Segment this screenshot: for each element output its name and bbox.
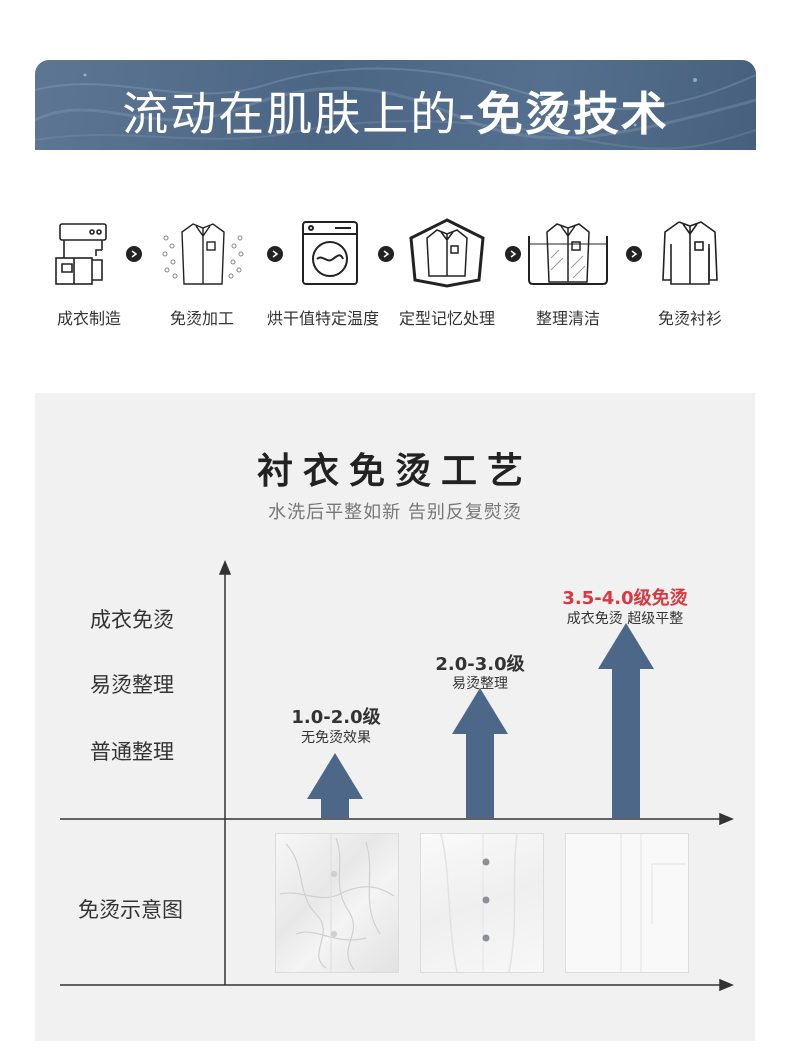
banner-title-prefix: 流动在肌肤上的- [122,87,477,141]
chevron-right-icon [626,246,642,262]
chevron-right-icon [126,246,142,262]
step-drying [270,218,390,288]
step-label: 免烫衬衫 [657,309,722,328]
step-treatment [143,218,263,288]
section-subtitle: 水洗后平整如新 告别反复熨烫 [268,502,522,523]
header-banner: 流动在肌肤上的-免烫技术 [35,60,756,150]
water-texture-background [35,67,756,150]
grade-label-1: 1.0-2.0级 [291,707,381,728]
shirt-bubbles-icon [162,223,244,285]
wrinkled-fabric-image [275,833,399,973]
y-label-normal: 普通整理 [90,740,174,764]
shirt-frame-icon [409,218,485,288]
step-manufacture [23,218,143,288]
section-title: 衬衣免烫工艺 [256,451,533,492]
step-label: 整理清洁 [535,309,600,328]
semi-smooth-fabric-image [420,833,544,973]
grade-label-2: 2.0-3.0级 [435,654,525,675]
smooth-fabric-image [565,833,689,973]
step-memory [387,218,507,288]
shirt-icon [662,221,718,285]
step-label: 烘干值特定温度 [266,309,379,328]
grade-label-3: 3.5-4.0级免烫 [562,588,688,609]
grade-desc-2: 易烫整理 [452,676,508,692]
grade-desc-1: 无免烫效果 [301,730,371,746]
dryer-icon [302,221,358,285]
shirt-water-icon [528,223,608,285]
chevron-right-icon [267,246,283,262]
bar-arrow-2 [452,688,508,818]
bottom-row-label: 免烫示意图 [78,898,183,922]
bar-arrow-3 [598,623,654,818]
banner-title-bold: 免烫技术 [476,87,669,141]
step-cleaning [508,218,628,288]
step-label: 成衣制造 [56,309,121,328]
step-label: 免烫加工 [169,309,234,328]
y-label-garment-noiron: 成衣免烫 [90,608,174,632]
chevron-right-icon [505,246,521,262]
grade-desc-3: 成衣免烫 超级平整 [566,611,684,627]
y-label-easy-iron: 易烫整理 [90,673,174,697]
sewing-machine-icon [55,223,107,285]
bar-arrow-1 [307,753,363,818]
step-label: 定型记忆处理 [398,309,495,328]
chevron-right-icon [378,246,394,262]
step-finished-shirt [630,218,750,288]
banner-title: 流动在肌肤上的-免烫技术 [35,78,756,144]
